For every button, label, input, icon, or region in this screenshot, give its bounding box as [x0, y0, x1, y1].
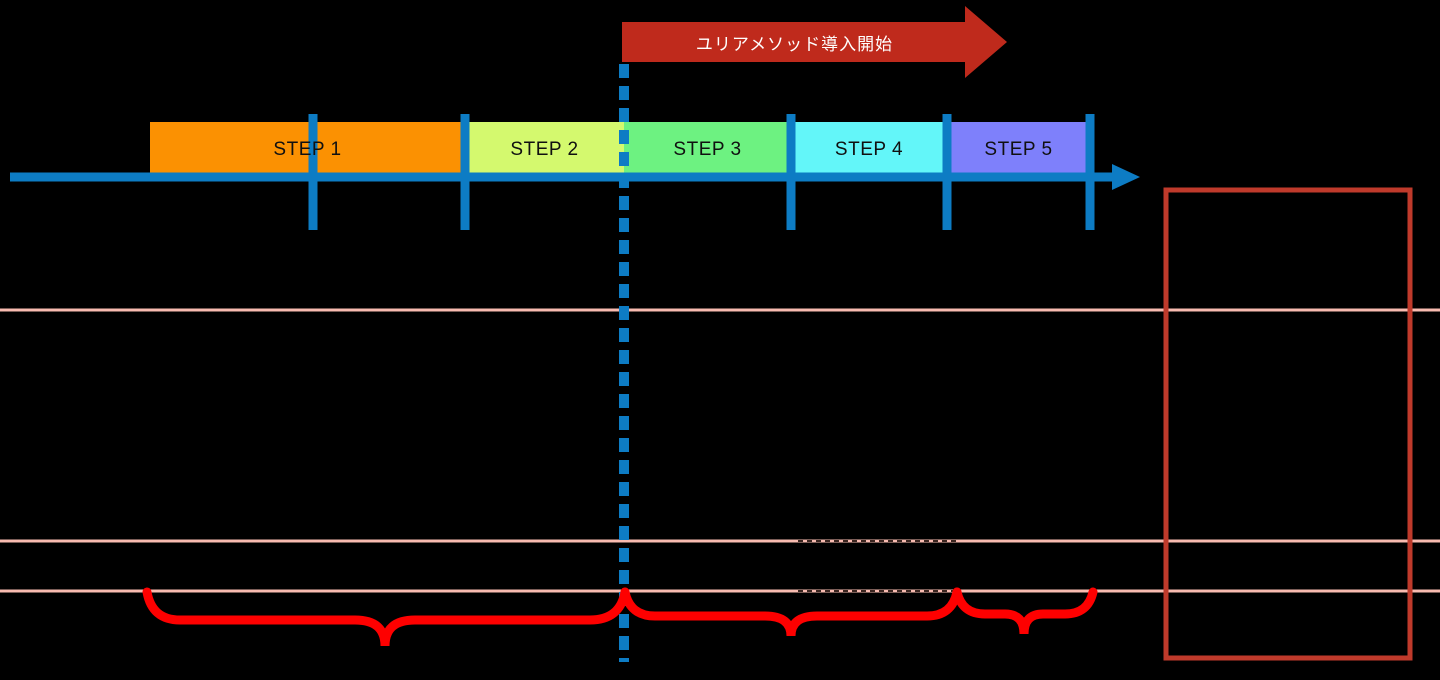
- step-label-2: STEP 2: [510, 139, 579, 160]
- step-label-3: STEP 3: [673, 139, 742, 160]
- step-box-4: STEP 4: [791, 122, 947, 178]
- step-segment-3: [624, 122, 791, 178]
- step-segment-5: [947, 122, 1090, 178]
- pink-guide-lines: [0, 308, 1440, 593]
- dark-dashed-segments: [798, 540, 960, 592]
- step-label-1: STEP 1: [273, 139, 342, 160]
- step-box-1: STEP 1: [150, 122, 465, 178]
- brace-group: [142, 587, 1098, 647]
- step-box-2: STEP 2: [465, 122, 624, 178]
- brace-one: [142, 587, 630, 647]
- banner-arrow-shape: [622, 6, 1007, 78]
- step-box-3: STEP 3: [624, 122, 791, 178]
- step-segment-4: [791, 122, 947, 178]
- step-label-4: STEP 4: [834, 139, 904, 160]
- step-segment-2: [465, 122, 624, 178]
- step-segments: [150, 122, 1090, 178]
- step-segment-1: [150, 122, 465, 178]
- red-outline-box: [1163, 187, 1413, 661]
- timeline-ticks: [308, 114, 1095, 230]
- timeline-arrow-head-icon: [1112, 164, 1140, 190]
- step-label-5: STEP 5: [984, 139, 1053, 160]
- step-box-5: STEP 5: [947, 122, 1090, 178]
- brace-three: [952, 587, 1098, 635]
- brace-two: [620, 587, 962, 637]
- banner-text: ユリアメソッド導入開始: [695, 34, 894, 54]
